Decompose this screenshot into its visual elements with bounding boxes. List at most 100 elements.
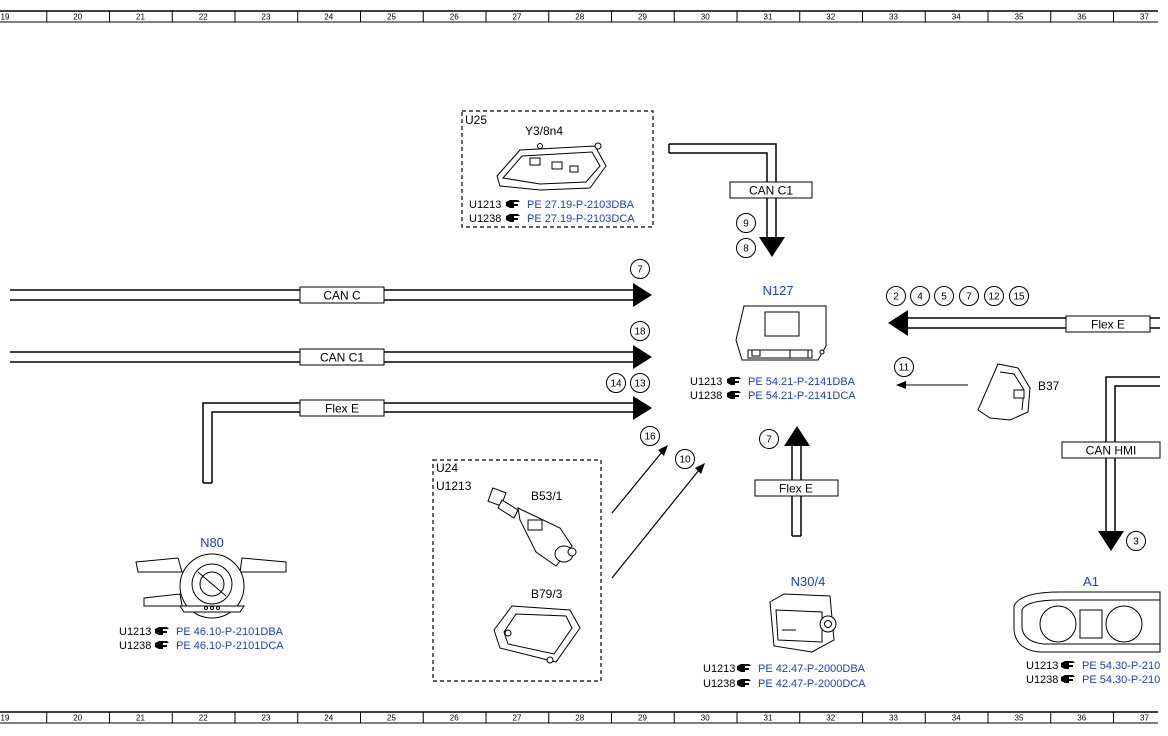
reference-hand-icon	[155, 627, 169, 635]
u25-ref1-link[interactable]: PE 27.19-P-2103DBA	[527, 199, 635, 211]
flex-e-left-bus	[202, 402, 634, 484]
reference-hand-icon	[737, 679, 751, 687]
u24-group: U24 U1213 B53/1 B79/3	[432, 459, 602, 682]
marker-10: 10	[679, 455, 691, 466]
y3-8n4-label: Y3/8n4	[525, 124, 563, 138]
flex-e-right-label: Flex E	[1091, 318, 1125, 332]
ruler-top-col-30: 30	[701, 13, 710, 22]
marker-11: 11	[899, 363, 910, 374]
esp-unit-icon	[769, 593, 837, 653]
marker-2: 2	[893, 292, 899, 303]
b53-1-label: B53/1	[531, 489, 563, 503]
marker-9: 9	[743, 219, 749, 230]
flex-e-bottom-arrowhead	[784, 426, 810, 446]
ruler-bottom-col-32: 32	[826, 714, 835, 723]
a1-label: A1	[1083, 574, 1099, 589]
ruler-bottom-col-28: 28	[575, 714, 584, 723]
reference-hand-icon	[1061, 675, 1075, 683]
valve-body-icon	[496, 142, 607, 191]
marker-7: 7	[637, 265, 643, 276]
n127-component: N127 U1213 PE 54.21-P-2141DBA U1238 PE 5…	[690, 283, 856, 402]
ruler-bottom-col-35: 35	[1015, 714, 1024, 723]
marker-7-right: 7	[966, 292, 972, 303]
marker-16: 16	[644, 432, 656, 443]
marker-7-bottom: 7	[766, 435, 772, 446]
n80-ref2-link[interactable]: PE 46.10-P-2101DCA	[176, 640, 284, 652]
n30-4-label: N30/4	[791, 574, 826, 589]
signal-16-line	[611, 451, 663, 514]
marker-14: 14	[610, 379, 622, 390]
ruler-bottom-col-36: 36	[1077, 714, 1086, 723]
reference-hand-icon	[506, 214, 520, 222]
ruler-top-col-23: 23	[262, 13, 271, 22]
reference-hand-icon	[727, 377, 741, 385]
control-unit-icon	[735, 305, 827, 361]
can-hmi-label: CAN HMI	[1086, 444, 1137, 458]
n30-4-ref1-code: U1213	[703, 663, 735, 675]
marker-15: 15	[1013, 292, 1025, 303]
marker-3: 3	[1133, 537, 1139, 548]
ruler-bottom-col-23: 23	[262, 714, 271, 723]
marker-4: 4	[917, 292, 923, 303]
ruler-bottom-col-19: 19	[1, 714, 10, 723]
ruler-top-col-37: 37	[1140, 13, 1149, 22]
reference-hand-icon	[737, 664, 751, 672]
n80-ref1-link[interactable]: PE 46.10-P-2101DBA	[176, 626, 284, 638]
n127-ref2-code: U1238	[690, 390, 722, 402]
n30-4-ref2-link[interactable]: PE 42.47-P-2000DCA	[758, 678, 866, 690]
n80-component: N80 U1213 PE 46.10-P-2101DBA U1238 PE 46…	[119, 535, 287, 652]
n80-ref1-code: U1213	[119, 626, 151, 638]
ruler-bottom-col-27: 27	[513, 714, 522, 723]
ruler-bottom-col-34: 34	[952, 714, 961, 723]
ruler-top-col-36: 36	[1077, 13, 1086, 22]
marker-12: 12	[988, 292, 1000, 303]
ruler-top-col-31: 31	[764, 13, 773, 22]
u25-ref2-link[interactable]: PE 27.19-P-2103DCA	[527, 213, 635, 225]
ruler-top-col-34: 34	[952, 13, 961, 22]
u25-group: U25 Y3/8n4 U1213 PE 27.19-P-2103DBA U123…	[461, 110, 654, 228]
ruler-top-col-22: 22	[199, 13, 208, 22]
signal-10-line	[611, 469, 700, 579]
marker-5: 5	[941, 292, 947, 303]
u24-label: U24	[436, 461, 458, 475]
ruler-top-col-29: 29	[638, 13, 647, 22]
a1-ref2-link[interactable]: PE 54.30-P-210	[1082, 674, 1160, 686]
a1-ref2-code: U1238	[1026, 674, 1058, 686]
n127-ref1-link[interactable]: PE 54.21-P-2141DBA	[748, 376, 856, 388]
ruler-top-col-26: 26	[450, 13, 459, 22]
n30-4-ref2-code: U1238	[703, 678, 735, 690]
u25-label: U25	[465, 113, 487, 127]
u25-ref1-code: U1213	[469, 199, 501, 211]
ruler-bottom-col-26: 26	[450, 714, 459, 723]
reference-hand-icon	[506, 200, 520, 208]
can-c1-top-arrowhead	[759, 237, 785, 257]
n30-4-ref1-link[interactable]: PE 42.47-P-2000DBA	[758, 663, 866, 675]
marker-13: 13	[634, 379, 646, 390]
radar-sensor-icon	[493, 605, 581, 664]
n127-ref1-code: U1213	[690, 376, 722, 388]
ruler-top-col-24: 24	[324, 13, 333, 22]
ruler-top-col-27: 27	[513, 13, 522, 22]
can-c1-left-arrowhead	[633, 345, 652, 369]
a1-component: A1 U1213 PE 54.30-P-210 U1238 PE 54.30-P…	[1013, 574, 1161, 686]
n127-ref2-link[interactable]: PE 54.21-P-2141DCA	[748, 390, 856, 402]
b79-3-label: B79/3	[531, 587, 563, 601]
can-c1-top-label-box	[729, 181, 813, 199]
switch-sensor-icon	[487, 487, 577, 567]
ruler-bottom-col-30: 30	[701, 714, 710, 723]
ruler-bottom-col-24: 24	[324, 714, 333, 723]
ruler-bottom-col-33: 33	[889, 714, 898, 723]
ruler-top-col-28: 28	[575, 13, 584, 22]
n80-label: N80	[200, 535, 224, 550]
ruler-top-col-25: 25	[387, 13, 396, 22]
a1-ref1-link[interactable]: PE 54.30-P-210	[1082, 660, 1160, 672]
n80-ref2-code: U1238	[119, 640, 151, 652]
ruler-bottom-col-29: 29	[638, 714, 647, 723]
reference-hand-icon	[155, 641, 169, 649]
u25-ref2-code: U1238	[469, 213, 501, 225]
reference-hand-icon	[727, 391, 741, 399]
pedal-sensor-icon	[977, 363, 1031, 421]
ruler-top-col-33: 33	[889, 13, 898, 22]
